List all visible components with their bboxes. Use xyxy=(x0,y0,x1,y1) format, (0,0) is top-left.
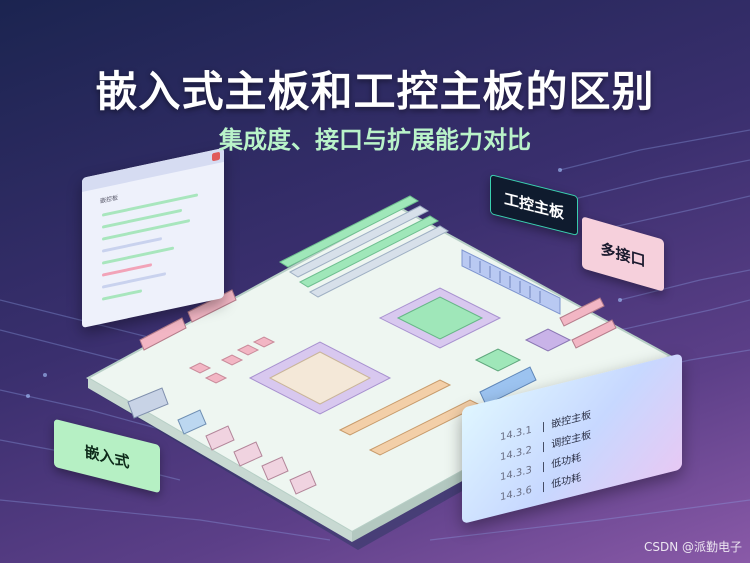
front-io-ports xyxy=(127,387,317,495)
software-window: 嵌控板 xyxy=(82,147,224,328)
io-connector-strip xyxy=(461,249,561,315)
small-chip xyxy=(474,348,522,372)
cpu-chip xyxy=(378,287,502,349)
window-title: 嵌控板 xyxy=(100,194,119,206)
expansion-slots xyxy=(338,379,482,456)
page-subtitle: 集成度、接口与扩展能力对比 xyxy=(219,126,531,154)
page-title: 嵌入式主板和工控主板的区别 xyxy=(95,67,655,116)
chipset xyxy=(248,341,392,415)
watermark: CSDN @派勤电子 xyxy=(643,540,742,554)
pin-header xyxy=(139,289,237,351)
small-chip xyxy=(524,328,572,352)
ram-slots xyxy=(278,195,450,298)
circuit-traces xyxy=(0,129,750,541)
